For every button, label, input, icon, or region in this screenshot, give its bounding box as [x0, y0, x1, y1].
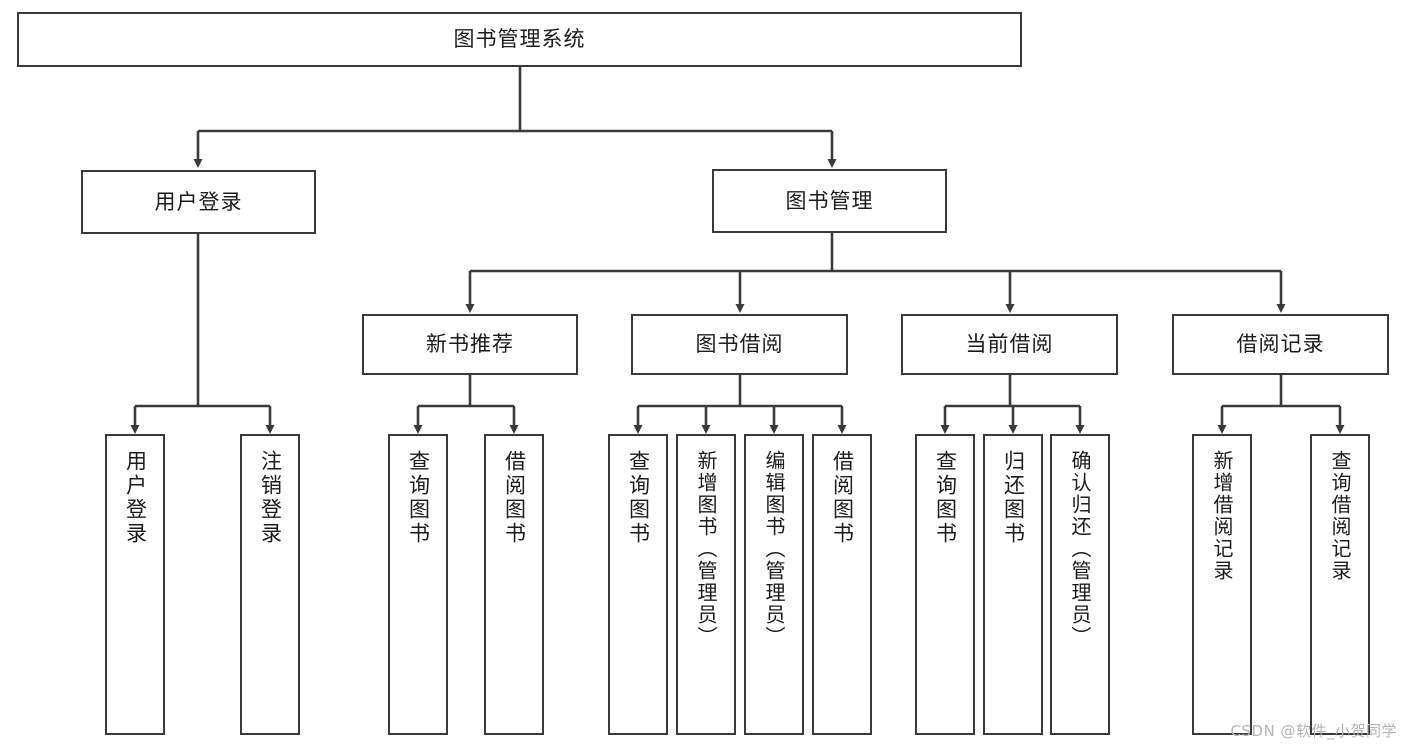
node-book-management-label: 图书管理	[785, 188, 874, 213]
node-leaf-newbook-query-label: 查询图书	[406, 450, 431, 546]
node-leaf-record-query-label: 查询借阅记录	[1328, 450, 1352, 582]
node-leaf-borrow-edit-label: 编辑图书（管理员）	[762, 450, 786, 648]
node-book-borrow[interactable]: 图书借阅	[631, 314, 848, 375]
node-root-label: 图书管理系统	[453, 27, 586, 52]
node-leaf-user-login[interactable]: 用户登录	[105, 434, 165, 735]
node-leaf-borrow-add-label: 新增图书（管理员）	[694, 450, 718, 648]
node-book-management[interactable]: 图书管理	[712, 169, 947, 233]
node-leaf-borrow-add[interactable]: 新增图书（管理员）	[676, 434, 736, 735]
node-leaf-record-add-label: 新增借阅记录	[1210, 450, 1234, 582]
node-leaf-current-query-label: 查询图书	[933, 450, 958, 546]
node-leaf-borrow-do[interactable]: 借阅图书	[812, 434, 872, 735]
node-new-book-recommend[interactable]: 新书推荐	[362, 314, 578, 375]
node-leaf-borrow-query[interactable]: 查询图书	[608, 434, 668, 735]
node-leaf-record-query[interactable]: 查询借阅记录	[1310, 434, 1370, 735]
node-leaf-borrow-do-label: 借阅图书	[830, 450, 855, 546]
node-leaf-current-return-label: 归还图书	[1001, 450, 1026, 546]
node-borrow-record-label: 借阅记录	[1236, 332, 1325, 357]
node-new-book-recommend-label: 新书推荐	[426, 332, 514, 357]
node-leaf-newbook-borrow[interactable]: 借阅图书	[484, 434, 544, 735]
node-leaf-logout[interactable]: 注销登录	[240, 434, 300, 735]
node-borrow-record[interactable]: 借阅记录	[1172, 314, 1389, 375]
node-current-borrow[interactable]: 当前借阅	[901, 314, 1118, 375]
node-leaf-newbook-query[interactable]: 查询图书	[388, 434, 448, 735]
node-current-borrow-label: 当前借阅	[965, 332, 1054, 357]
watermark: CSDN @软件_小贺同学	[1230, 722, 1397, 740]
node-leaf-borrow-query-label: 查询图书	[626, 450, 651, 546]
node-user-login[interactable]: 用户登录	[81, 170, 316, 234]
node-leaf-logout-label: 注销登录	[258, 450, 283, 546]
node-leaf-current-confirm-label: 确认归还（管理员）	[1068, 450, 1092, 648]
node-leaf-current-query[interactable]: 查询图书	[915, 434, 975, 735]
node-leaf-user-login-label: 用户登录	[123, 450, 148, 546]
node-leaf-current-return[interactable]: 归还图书	[983, 434, 1043, 735]
node-user-login-label: 用户登录	[154, 189, 243, 214]
node-book-borrow-label: 图书借阅	[695, 332, 784, 357]
node-leaf-record-add[interactable]: 新增借阅记录	[1192, 434, 1252, 735]
node-leaf-current-confirm[interactable]: 确认归还（管理员）	[1050, 434, 1110, 735]
node-leaf-newbook-borrow-label: 借阅图书	[502, 450, 527, 546]
node-leaf-borrow-edit[interactable]: 编辑图书（管理员）	[744, 434, 804, 735]
node-root[interactable]: 图书管理系统	[17, 12, 1022, 67]
